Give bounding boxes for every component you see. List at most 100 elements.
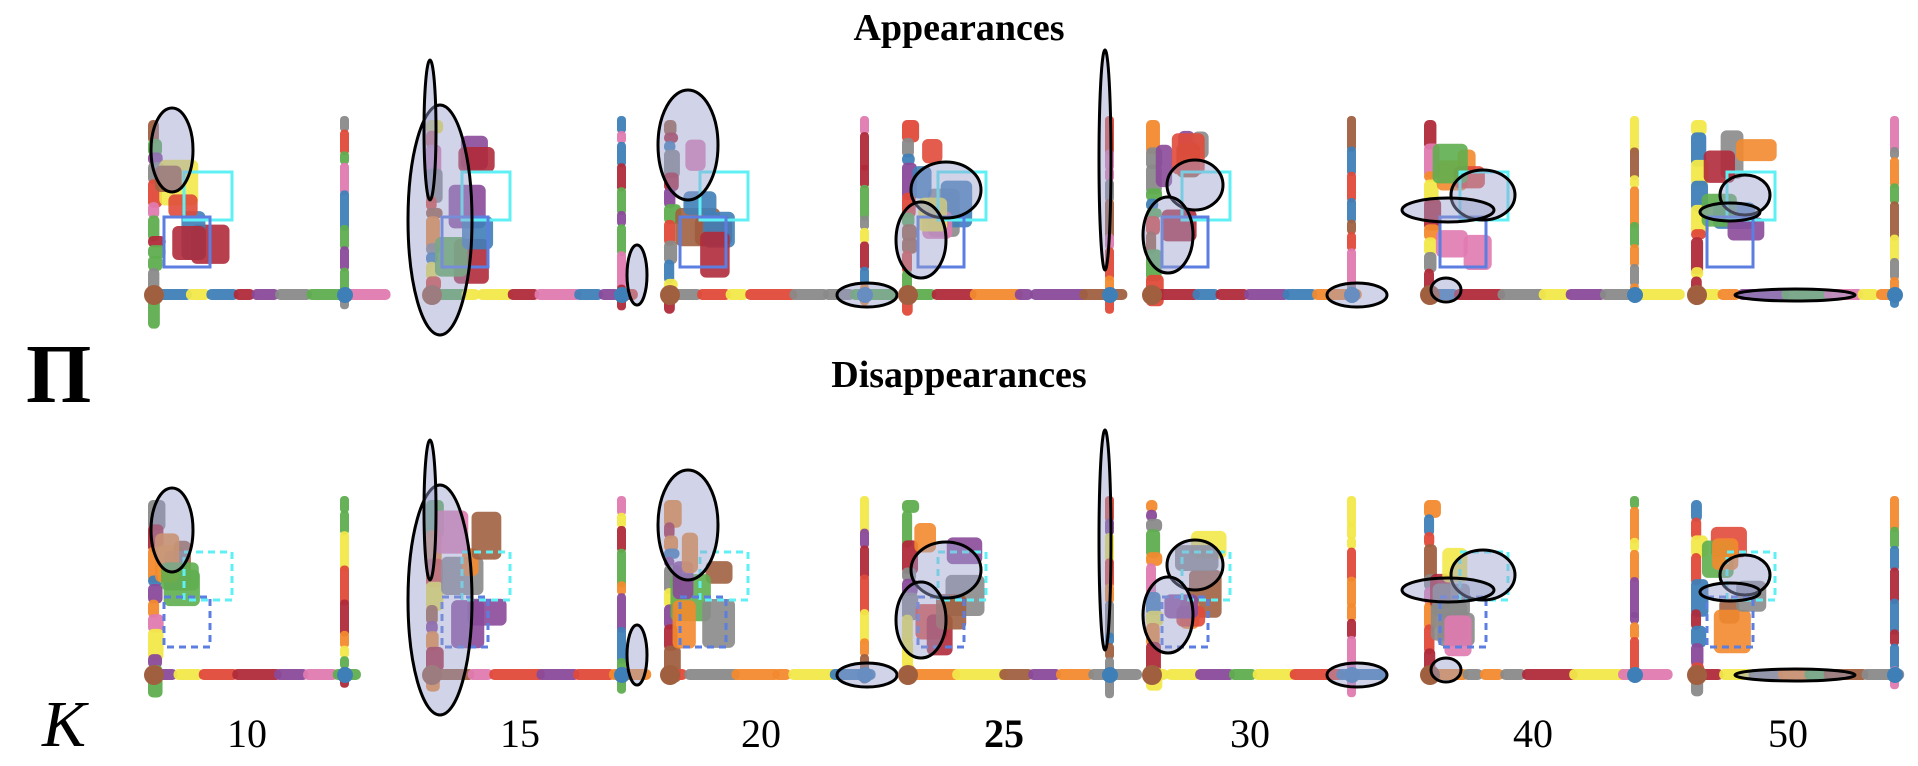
scatter-segment xyxy=(1630,116,1639,154)
scatter-segment xyxy=(426,207,443,219)
scatter-corner xyxy=(857,667,873,683)
scatter-corner xyxy=(857,287,873,303)
scatter-segment xyxy=(823,289,855,300)
scatter-segment xyxy=(906,669,961,680)
highlight-ellipse xyxy=(149,106,195,194)
scatter-corner xyxy=(1142,665,1162,685)
scatter-segment xyxy=(860,241,869,272)
scatter-segment xyxy=(860,116,869,135)
scatter-segment xyxy=(772,669,792,680)
highlight-ellipse xyxy=(422,58,438,202)
scatter-segment xyxy=(1691,132,1707,167)
scatter-cluster xyxy=(1463,234,1492,270)
highlight-ellipse xyxy=(406,483,474,717)
highlight-ellipse xyxy=(625,623,649,687)
scatter-segment xyxy=(1500,669,1526,680)
scatter-segment xyxy=(1146,518,1163,532)
scatter-corner xyxy=(660,285,680,305)
scatter-segment xyxy=(573,669,616,680)
highlight-ellipse xyxy=(1097,428,1113,652)
scatter-segment xyxy=(1347,576,1356,608)
scatter-segment xyxy=(342,289,391,300)
scatter-cluster xyxy=(161,562,199,591)
scatter-segment xyxy=(536,669,580,680)
disappearances-title: Disappearances xyxy=(831,354,1087,396)
cyan-highlight-box xyxy=(1180,550,1232,602)
scatter-segment xyxy=(340,224,349,251)
highlight-ellipse xyxy=(149,486,195,574)
scatter-segment xyxy=(1146,552,1163,566)
scatter-segment xyxy=(233,289,255,300)
scatter-segment xyxy=(788,669,838,680)
k-value-15: 15 xyxy=(500,711,540,756)
scatter-segment xyxy=(1347,618,1356,640)
scatter-segment xyxy=(148,202,160,219)
highlight-ellipse xyxy=(894,580,948,660)
k-value-30: 30 xyxy=(1230,711,1270,756)
scatter-segment xyxy=(148,215,160,242)
scatter-segment xyxy=(1691,517,1702,540)
scatter-segment xyxy=(902,137,914,158)
highlight-ellipse xyxy=(1429,656,1463,684)
scatter-segment xyxy=(664,259,675,284)
scatter-corner xyxy=(144,665,164,685)
scatter-segment xyxy=(1691,643,1704,668)
scatter-segment xyxy=(902,614,913,644)
k-axis-label: K xyxy=(42,688,87,761)
scatter-cluster xyxy=(922,138,943,164)
scatter-segment xyxy=(340,599,349,637)
blue-highlight-box xyxy=(1438,215,1488,269)
scatter-segment xyxy=(1424,544,1437,582)
scatter-segment xyxy=(902,212,915,228)
scatter-segment xyxy=(902,224,917,242)
scatter-segment xyxy=(999,669,1034,680)
scatter-segment xyxy=(1890,116,1899,153)
scatter-corner xyxy=(1627,287,1643,303)
scatter-segment xyxy=(860,132,869,171)
scatter-segment xyxy=(148,235,166,248)
scatter-segment xyxy=(1192,289,1220,300)
scatter-segment xyxy=(1424,531,1435,548)
scatter-segment xyxy=(1347,232,1356,252)
scatter-segment xyxy=(860,184,869,221)
scatter-segment xyxy=(1691,120,1707,136)
scatter-segment xyxy=(1150,289,1200,300)
scatter-segment xyxy=(1691,500,1702,522)
highlight-ellipse xyxy=(1698,201,1762,223)
k-value-20: 20 xyxy=(741,711,781,756)
scatter-segment xyxy=(1347,522,1356,540)
scatter-segment xyxy=(1630,506,1639,544)
scatter-segment xyxy=(340,151,349,165)
scatter-segment xyxy=(1347,171,1356,203)
highlight-ellipse xyxy=(656,88,720,202)
scatter-segment xyxy=(1630,496,1639,509)
scatter-segment xyxy=(1777,669,1810,680)
scatter-segment xyxy=(1424,120,1437,150)
scatter-segment xyxy=(1146,509,1158,522)
cyan-highlight-box xyxy=(460,550,512,602)
highlight-ellipse xyxy=(1141,195,1195,275)
scatter-segment xyxy=(1165,669,1201,680)
scatter-segment xyxy=(664,120,677,136)
scatter-cluster xyxy=(685,139,706,171)
scatter-cluster xyxy=(1444,615,1472,657)
scatter-segment xyxy=(725,289,749,300)
scatter-segment xyxy=(303,669,338,680)
scatter-segment xyxy=(860,528,869,549)
scatter-segment xyxy=(1630,549,1639,582)
scatter-segment xyxy=(1630,577,1639,619)
highlight-ellipse xyxy=(1400,576,1496,604)
cyan-highlight-box xyxy=(182,550,234,602)
scatter-cluster xyxy=(462,216,494,250)
scatter-segment xyxy=(1243,289,1290,300)
scatter-segment xyxy=(902,153,915,166)
scatter-segment xyxy=(1890,567,1899,605)
cyan-highlight-box xyxy=(936,550,988,602)
scatter-segment xyxy=(952,669,1008,680)
scatter-segment xyxy=(664,548,680,559)
appearances-title: Appearances xyxy=(853,7,1065,49)
scatter-segment xyxy=(1424,514,1435,537)
scatter-segment xyxy=(340,246,349,272)
scatter-segment xyxy=(664,522,675,539)
scatter-segment xyxy=(1030,289,1088,300)
